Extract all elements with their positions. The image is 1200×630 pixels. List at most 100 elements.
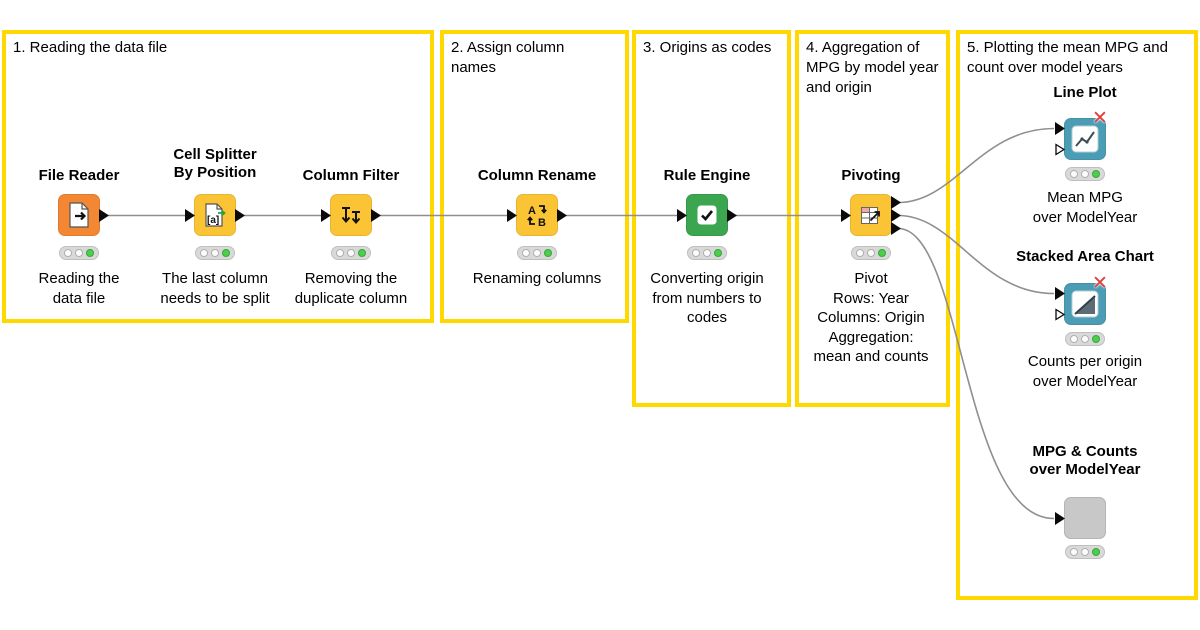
output-port[interactable] — [371, 209, 381, 222]
status-dot — [347, 249, 355, 257]
status-traffic-light — [687, 246, 727, 260]
status-dot — [1081, 170, 1089, 178]
node-title: Column Filter — [302, 167, 400, 184]
line-plot-icon[interactable] — [1064, 118, 1106, 160]
status-dot-green — [1092, 548, 1100, 556]
component-icon[interactable] — [1064, 497, 1106, 539]
column-rename-icon[interactable]: A B — [516, 194, 558, 236]
pivot-table-icon — [861, 207, 880, 224]
status-dot — [533, 249, 541, 257]
output-port-1[interactable] — [891, 196, 901, 209]
status-dot-green — [714, 249, 722, 257]
node-description: Pivot Rows: Year Columns: Origin Aggrega… — [813, 270, 929, 365]
status-dot — [692, 249, 700, 257]
column-filter-icon[interactable] — [330, 194, 372, 236]
node-title: MPG & Counts over ModelYear — [1029, 443, 1141, 479]
node-description: Renaming columns — [472, 270, 602, 287]
stacked-area-chart-icon[interactable] — [1064, 283, 1106, 325]
node-description: Mean MPG over ModelYear — [1032, 189, 1138, 226]
status-dot — [867, 249, 875, 257]
status-dot — [856, 249, 864, 257]
input-port[interactable] — [321, 209, 331, 222]
split-cell-icon: [a] — [205, 203, 226, 227]
annotation-2-title: 2. Assign column names — [451, 39, 565, 76]
status-dot — [211, 249, 219, 257]
node-title: Stacked Area Chart — [1016, 248, 1154, 265]
input-port[interactable] — [1055, 512, 1065, 525]
status-dot-green — [358, 249, 366, 257]
area-chart-icon — [1071, 290, 1099, 318]
output-port[interactable] — [557, 209, 567, 222]
svg-text:B: B — [538, 217, 546, 228]
output-port-3[interactable] — [891, 222, 901, 235]
error-x-icon: ✕ — [1092, 108, 1108, 129]
status-dot-green — [1092, 170, 1100, 178]
output-port-2[interactable] — [891, 209, 901, 222]
annotation-3-title: 3. Origins as codes — [643, 39, 772, 56]
status-dot — [703, 249, 711, 257]
a-to-b-rename-icon: A B — [527, 205, 547, 228]
status-traffic-light — [517, 246, 557, 260]
document-arrow-icon — [69, 202, 89, 228]
input-port[interactable] — [507, 209, 517, 222]
status-dot — [1081, 335, 1089, 343]
status-traffic-light — [195, 246, 235, 260]
status-dot — [1070, 170, 1078, 178]
input-port[interactable] — [185, 209, 195, 222]
node-description: Converting origin from numbers to codes — [650, 270, 764, 326]
input-port-data[interactable] — [1055, 287, 1065, 300]
status-dot-green — [878, 249, 886, 257]
status-dot-green — [222, 249, 230, 257]
annotation-2[interactable]: 2. Assign column names — [440, 30, 629, 323]
filter-arrows-icon — [341, 207, 361, 225]
line-chart-icon — [1071, 125, 1099, 153]
status-dot-green — [1092, 335, 1100, 343]
node-description: Removing the duplicate column — [294, 270, 408, 307]
status-dot-green — [86, 249, 94, 257]
status-dot — [1070, 548, 1078, 556]
status-traffic-light — [59, 246, 99, 260]
status-dot — [522, 249, 530, 257]
node-title: Rule Engine — [663, 167, 751, 184]
pivoting-icon[interactable] — [850, 194, 892, 236]
input-port[interactable] — [677, 209, 687, 222]
status-dot — [1070, 335, 1078, 343]
status-dot — [336, 249, 344, 257]
status-dot — [64, 249, 72, 257]
svg-text:A: A — [528, 205, 536, 217]
connection-pivoting-component[interactable] — [897, 227, 1055, 520]
status-dot-green — [544, 249, 552, 257]
annotation-4-title: 4. Aggregation of MPG by model year and … — [806, 39, 939, 96]
status-dot — [75, 249, 83, 257]
output-port[interactable] — [99, 209, 109, 222]
node-description: The last column needs to be split — [160, 270, 270, 307]
input-port-optional[interactable] — [1055, 143, 1066, 156]
connection-pivoting-stackedarea[interactable] — [897, 214, 1055, 295]
output-port[interactable] — [727, 209, 737, 222]
status-dot — [1081, 548, 1089, 556]
cell-splitter-icon[interactable]: [a] — [194, 194, 236, 236]
status-traffic-light — [331, 246, 371, 260]
input-port[interactable] — [841, 209, 851, 222]
node-title: File Reader — [38, 167, 120, 184]
status-traffic-light — [1065, 167, 1105, 181]
output-port[interactable] — [235, 209, 245, 222]
connection-pivoting-lineplot[interactable] — [897, 127, 1055, 204]
node-title: Pivoting — [841, 167, 901, 184]
node-description: Counts per origin over ModelYear — [1027, 353, 1143, 390]
node-description: Reading the data file — [38, 270, 120, 307]
annotation-1[interactable]: 1. Reading the data file — [2, 30, 434, 323]
file-reader-icon[interactable] — [58, 194, 100, 236]
node-title: Cell Splitter By Position — [173, 146, 257, 182]
annotation-1-title: 1. Reading the data file — [13, 39, 168, 56]
status-traffic-light — [1065, 332, 1105, 346]
input-port-optional[interactable] — [1055, 308, 1066, 321]
status-dot — [200, 249, 208, 257]
error-x-icon: ✕ — [1092, 273, 1108, 294]
rule-engine-icon[interactable] — [686, 194, 728, 236]
status-traffic-light — [851, 246, 891, 260]
input-port-data[interactable] — [1055, 122, 1065, 135]
annotation-5-title: 5. Plotting the mean MPG and count over … — [967, 39, 1168, 76]
